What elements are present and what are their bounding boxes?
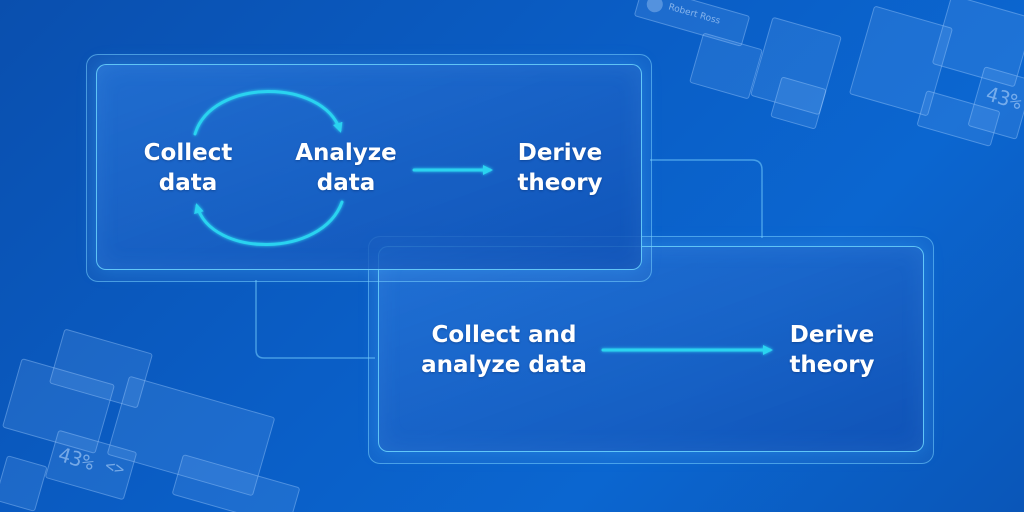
- cycle-arrow-bottom-icon: [194, 200, 344, 246]
- connector-line-bottom: [255, 280, 375, 359]
- label-analyze-data: Analyze data: [295, 140, 397, 196]
- label-derive-theory-bottom: Derive theory: [789, 322, 875, 378]
- top-panel: [96, 64, 642, 270]
- label-collect-data: Collect data: [143, 140, 233, 196]
- label-collect-and-analyze-data: Collect and analyze data: [421, 322, 587, 378]
- connector-line-top: [650, 159, 763, 238]
- label-derive-theory-top: Derive theory: [517, 140, 603, 196]
- cycle-arrow-top-icon: [193, 90, 343, 136]
